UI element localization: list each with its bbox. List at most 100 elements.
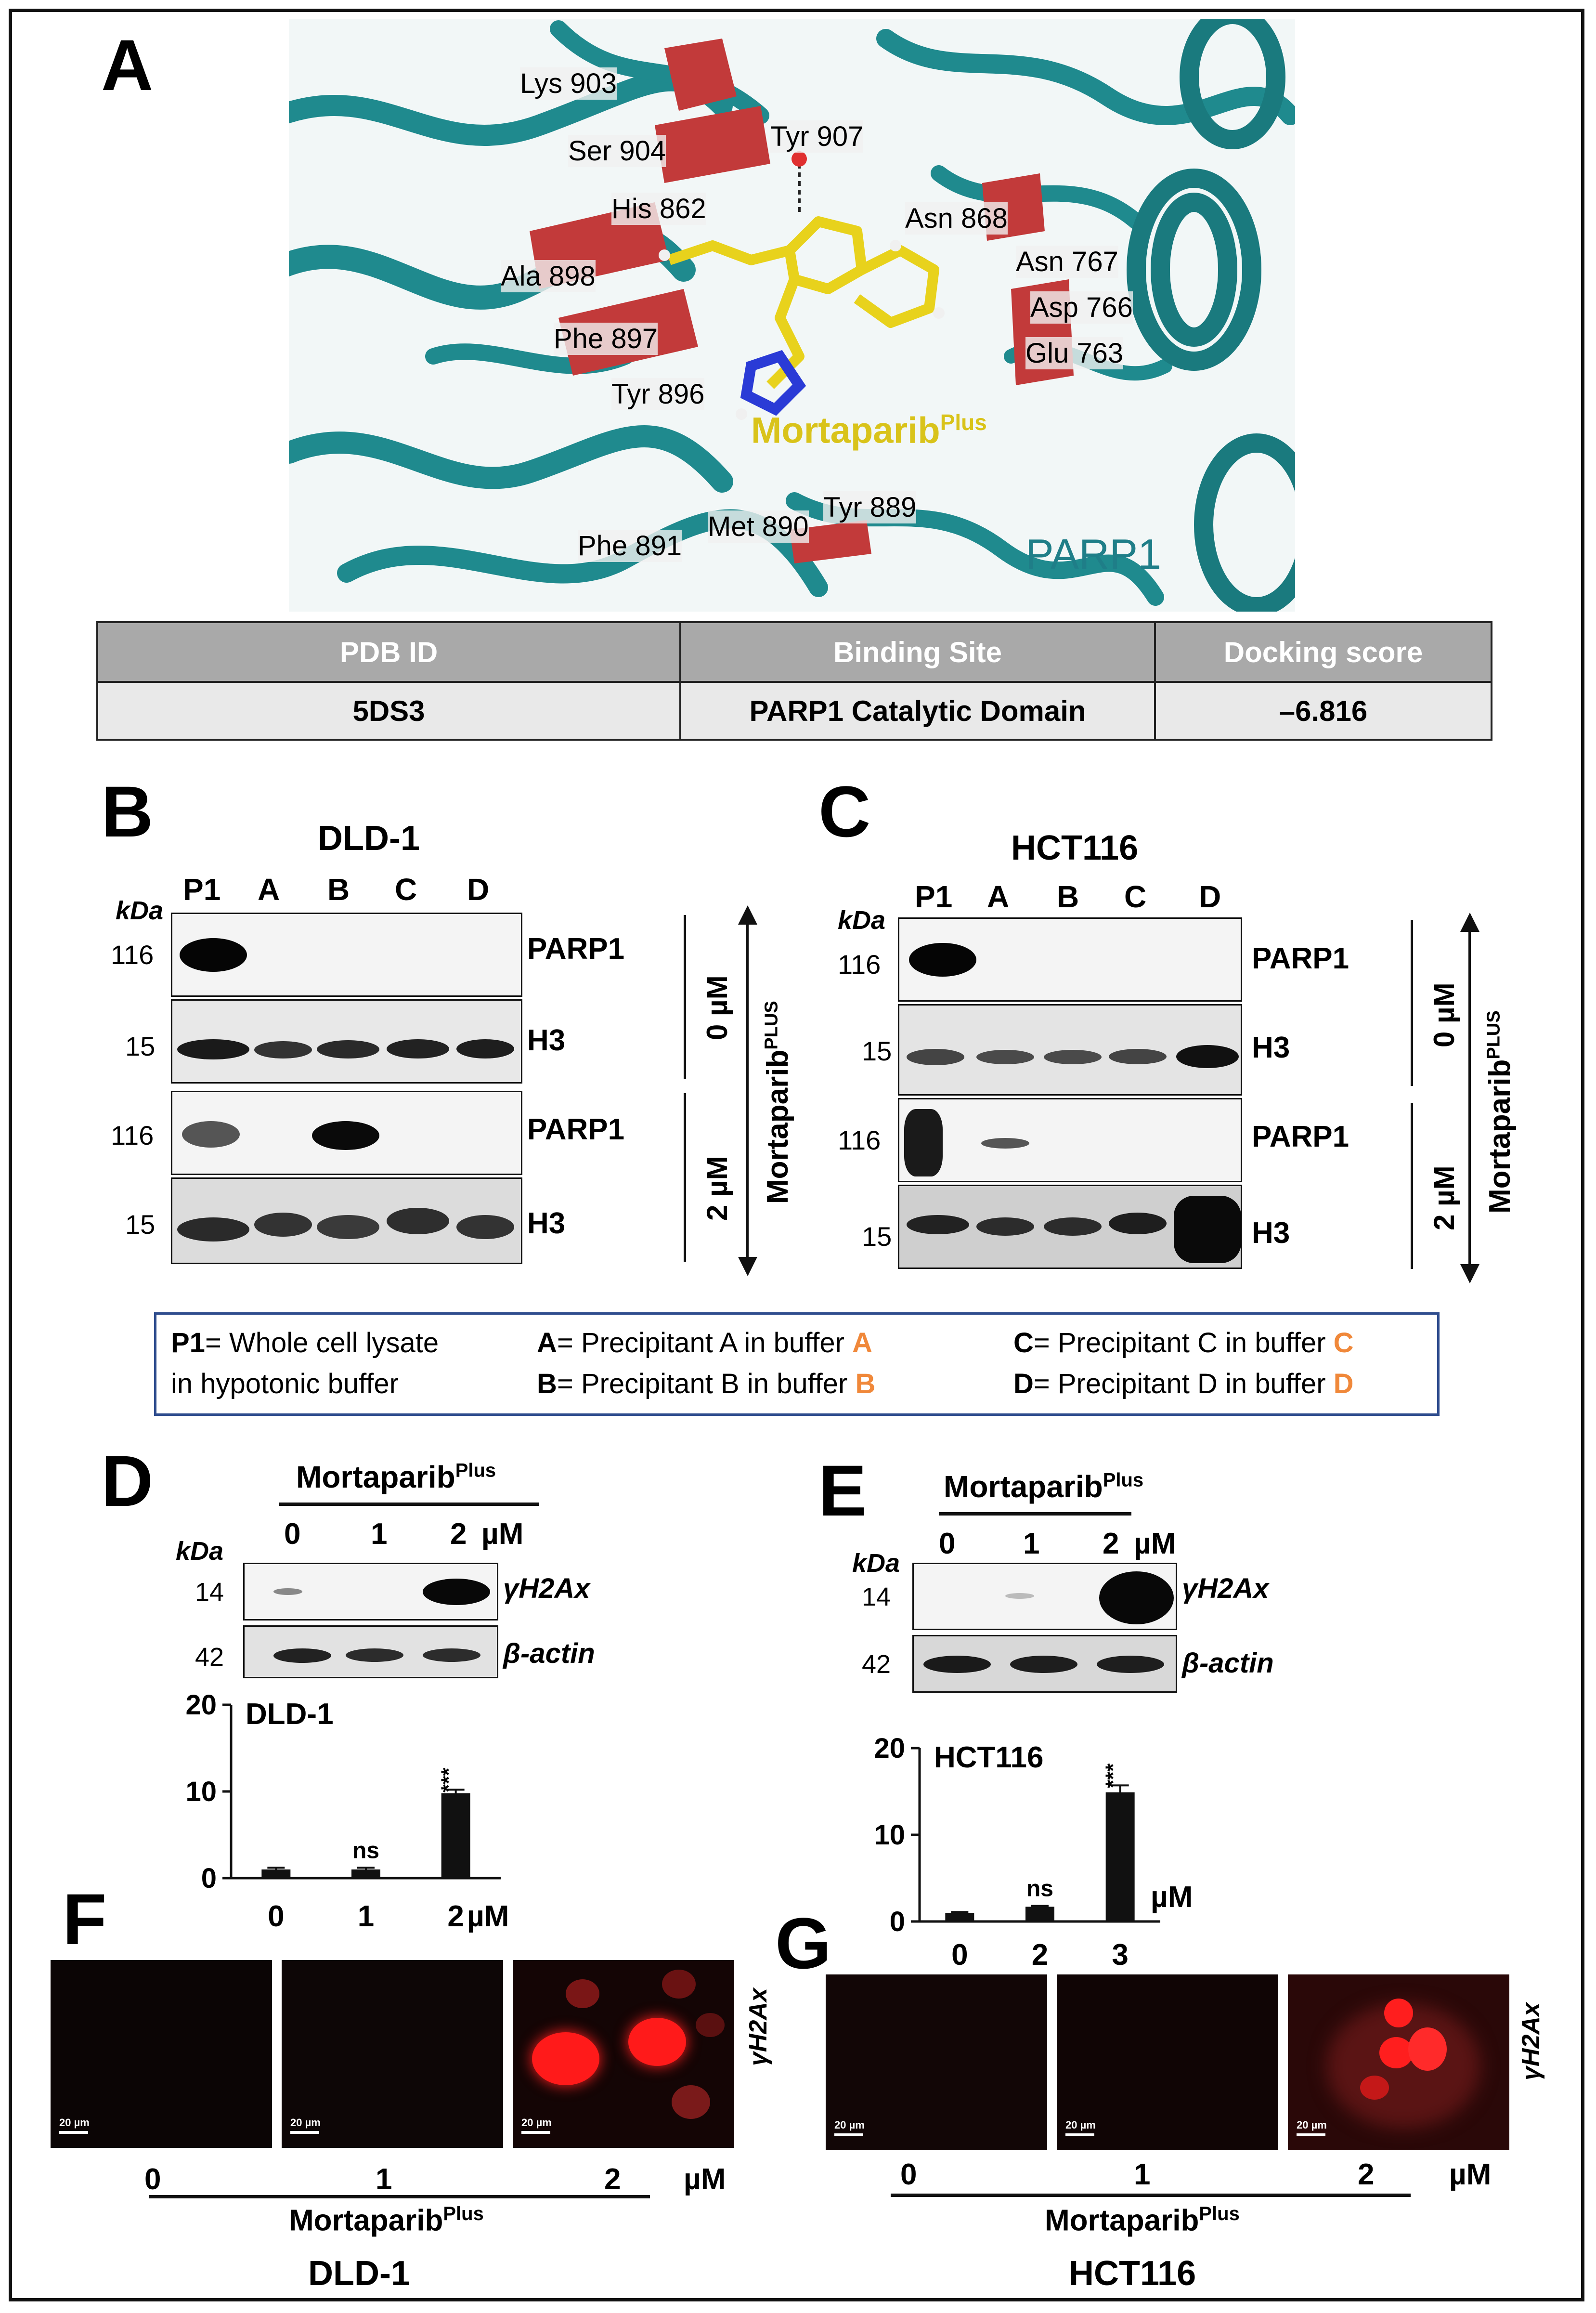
protein-label: H3 [1252,1031,1290,1064]
kda-label: kDa [852,1549,900,1578]
blot-beta-actin [243,1625,498,1678]
mw-label: 116 [838,949,881,980]
panel-label-f: F [63,1879,107,1960]
blot-beta-actin [912,1635,1177,1693]
x-tick-label: 2 [447,1900,464,1933]
micrograph-hct116-1: 20 µm [1057,1974,1278,2150]
dose-label: 0 [144,2163,161,2196]
blot-parp1-0um [171,913,522,997]
significance-label: *** [437,1767,461,1792]
legend-item-p1: P1= Whole cell lysate [171,1327,439,1359]
dose-bracket [684,1093,686,1262]
protein-label: β-actin [1182,1647,1274,1679]
ligand-label: MortaparibPlus [751,410,987,451]
panel-label-c: C [818,771,871,852]
protein-label: PARP1 [527,932,625,966]
micrograph-dld1-2: 20 µm [513,1960,734,2148]
residue-label: Lys 903 [520,67,617,100]
legend-item-p1-cont: in hypotonic buffer [171,1368,399,1399]
dose-label: 1 [1023,1527,1040,1560]
treatment-bar [149,2195,650,2198]
protein-label: PARP1 [1252,1120,1349,1153]
cell-line-label: DLD-1 [318,819,420,858]
y-tick-label: 0 [890,1906,905,1937]
mw-label: 15 [125,1031,156,1061]
dose-label: 2 [1358,2158,1375,2191]
dose-label: 2 [1103,1527,1119,1560]
mw-label: 14 [195,1578,224,1607]
legend-box: P1= Whole cell lysate in hypotonic buffe… [154,1312,1440,1416]
bar [1025,1907,1054,1921]
legend-item-d: D= Precipitant D in buffer D [1013,1368,1354,1399]
protein-label: H3 [1252,1216,1290,1250]
mw-label: 42 [195,1643,224,1672]
x-unit-label: µM [467,1900,509,1933]
y-tick-label: 20 [874,1733,905,1764]
cell-line-label: HCT116 [1011,829,1139,867]
kda-label: kDa [176,1537,224,1566]
chart-title: HCT116 [934,1741,1043,1774]
protein-label: γH2Ax [503,1573,590,1604]
residue-label: Tyr 889 [823,491,917,523]
mw-label: 116 [111,1120,154,1150]
bar [1105,1792,1135,1921]
residue-label: Ala 898 [501,260,596,292]
dose-unit: µM [684,2163,726,2196]
lane-label: P1 [183,872,221,907]
blot-h3-0um [898,1004,1242,1096]
panel-label-g: G [775,1903,831,1984]
dose-label: 2 µM [701,1156,733,1221]
stain-label: γH2Ax [1517,2002,1545,2080]
blot-h3-2um [898,1185,1242,1269]
x-tick-label: 2 [1032,1938,1048,1972]
protein-label: H3 [527,1024,566,1057]
lane-label: C [395,872,417,907]
y-tick-label: 10 [185,1776,217,1807]
mw-label: 116 [111,940,154,970]
dose-label: 0 µM [1428,982,1460,1047]
dose-label: 2 [450,1517,467,1551]
residue-label: Ser 904 [568,135,666,167]
chart-title: DLD-1 [246,1698,334,1731]
cell-line-label: HCT116 [1069,2254,1196,2293]
micrograph-dld1-1: 20 µm [282,1960,503,2148]
table-cell: 5DS3 [96,681,681,741]
legend-item-c: C= Precipitant C in buffer C [1013,1327,1354,1359]
treatment-bar [891,2194,1411,2197]
treatment-bar [939,1512,1131,1516]
significance-label: *** [1102,1763,1125,1788]
arrow-up-icon [738,905,757,925]
residue-label: His 862 [611,193,706,225]
residue-label: Phe 897 [554,323,658,355]
mw-label: 15 [125,1209,156,1240]
kda-label: kDa [838,906,886,935]
lane-label: D [1199,879,1221,914]
protein-label: PARP1 [1025,530,1162,578]
residue-label: Phe 891 [578,530,682,562]
mw-label: 15 [862,1036,892,1066]
drug-label-vertical: MortaparibPLUS [1483,1010,1517,1214]
table-cell: –6.816 [1154,681,1492,741]
bar [945,1913,974,1921]
lane-label: A [987,879,1010,914]
panel-label-e: E [818,1450,867,1531]
micrograph-hct116-0: 20 µm [826,1974,1047,2150]
lane-label: D [467,872,490,907]
arrow-down-icon [738,1257,757,1276]
mw-label: 42 [862,1650,891,1679]
table-header: Docking score [1154,621,1492,683]
dose-unit: µM [1134,1527,1176,1560]
drug-label: MortaparibPlus [944,1469,1144,1504]
stain-label: γH2Ax [744,1988,772,2066]
scale-bar-label: 20 µm [59,2117,90,2129]
legend-item-b: B= Precipitant B in buffer B [537,1368,876,1399]
lane-label: P1 [915,879,953,914]
structure-image: Lys 903 Ser 904 Tyr 907 His 862 Asn 868 … [289,19,1295,612]
docking-table: PDB ID Binding Site Docking score 5DS3 P… [96,621,1492,741]
protein-label: PARP1 [527,1113,625,1146]
drug-label: MortaparibPlus [289,2203,484,2237]
lane-label: B [327,872,350,907]
